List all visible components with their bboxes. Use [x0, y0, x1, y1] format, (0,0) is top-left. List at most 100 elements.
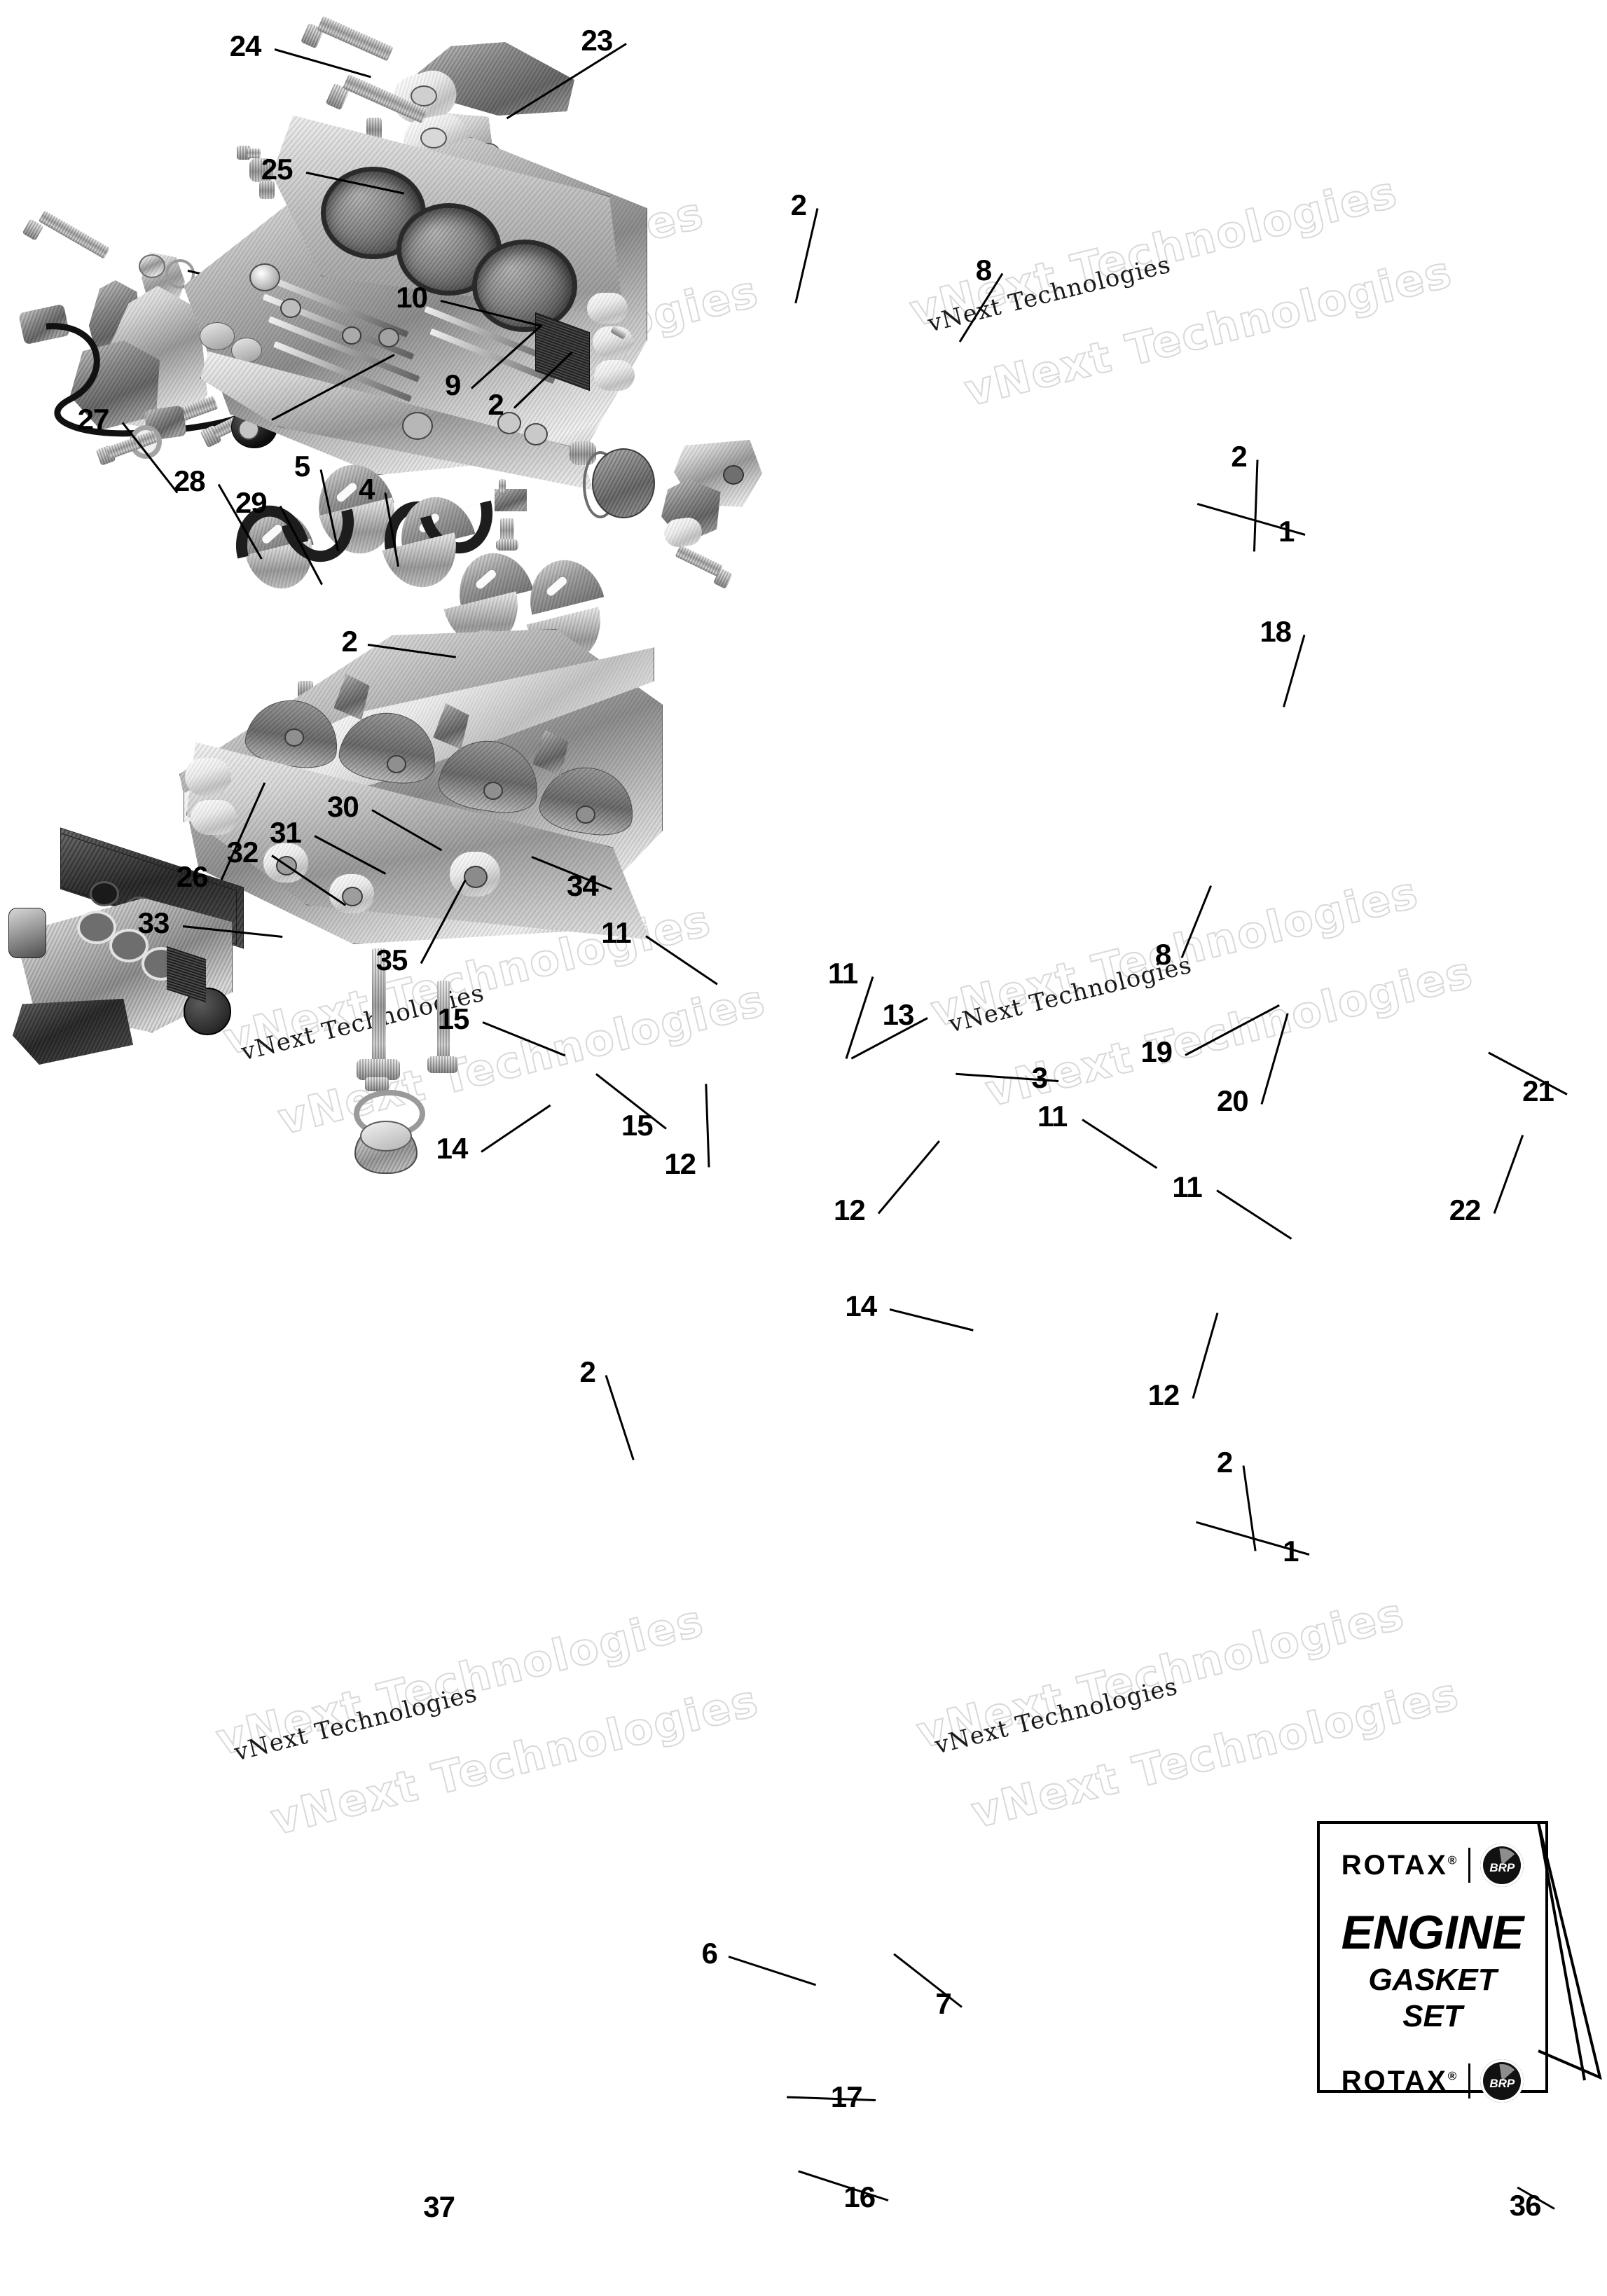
- envelope-title-line2: GASKET: [1368, 1963, 1497, 1997]
- callout-12: 12: [664, 1147, 696, 1181]
- leader-line-11: [1216, 1189, 1292, 1240]
- callout-22: 22: [1449, 1193, 1482, 1226]
- callout-8: 8: [975, 253, 992, 286]
- callout-11: 11: [827, 956, 858, 990]
- callout-21: 21: [1522, 1074, 1554, 1107]
- leader-line-6: [728, 1955, 816, 1986]
- rotax-wordmark-bottom: ROTAX®: [1341, 2065, 1459, 2096]
- o-ring-4: [165, 259, 195, 289]
- callout-32: 32: [226, 836, 259, 869]
- leader-line-24: [274, 48, 371, 78]
- callout-20: 20: [1216, 1084, 1249, 1117]
- callout-14: 14: [845, 1289, 877, 1322]
- callout-2: 2: [1216, 1446, 1233, 1479]
- callout-11: 11: [1037, 1100, 1068, 1133]
- leader-line-15: [482, 1021, 566, 1057]
- leader-line-2: [1253, 459, 1259, 552]
- callout-11: 11: [601, 916, 631, 950]
- watermark-outline: vNext Technologies: [911, 1587, 1410, 1759]
- envelope-title-line3: SET: [1402, 1999, 1463, 2033]
- watermark-solid: vNext Technologies: [231, 1679, 481, 1767]
- rotax-wordmark-top: ROTAX®: [1341, 1849, 1459, 1881]
- callout-2: 2: [341, 625, 357, 658]
- dowel-pin-2a: [366, 118, 382, 140]
- callout-19: 19: [1140, 1035, 1173, 1069]
- watermark-outline: vNext Technologies: [959, 245, 1458, 417]
- callout-6: 6: [701, 1936, 718, 1970]
- callout-17: 17: [830, 2080, 863, 2113]
- cylinder-bore-3: [472, 240, 577, 332]
- callout-27: 27: [77, 402, 110, 436]
- leader-line-19: [1185, 1004, 1280, 1057]
- brp-logo-icon: BRP: [1480, 1844, 1524, 1887]
- callout-31: 31: [270, 815, 302, 849]
- sensor-cable: [46, 323, 252, 437]
- watermark-outline: vNext Technologies: [966, 1667, 1465, 1839]
- watermark-solid: vNext Technologies: [932, 1672, 1181, 1760]
- callout-28: 28: [173, 464, 206, 497]
- leader-line-14: [480, 1104, 551, 1153]
- callout-33: 33: [137, 906, 170, 939]
- callout-2: 2: [790, 188, 807, 222]
- callout-36: 36: [1509, 2189, 1542, 2222]
- callout-26: 26: [176, 860, 209, 894]
- callout-1: 1: [1283, 1535, 1299, 1568]
- callout-34: 34: [567, 869, 599, 902]
- callout-9: 9: [444, 368, 461, 401]
- bearing-shell-11d: [520, 552, 605, 615]
- leader-line-11: [645, 935, 718, 986]
- callout-16: 16: [843, 2180, 876, 2214]
- watermark-outline: vNext Technologies: [211, 1594, 710, 1766]
- leader-line-2: [794, 208, 819, 305]
- callout-29: 29: [235, 485, 268, 519]
- watermark-outline: vNext Technologies: [273, 974, 771, 1145]
- leader-line-7: [893, 1953, 963, 2008]
- callout-30: 30: [326, 789, 359, 823]
- leader-line-2: [605, 1375, 635, 1460]
- callout-2: 2: [579, 1355, 595, 1389]
- leader-line-22: [1493, 1134, 1524, 1214]
- leader-line-14: [890, 1308, 974, 1332]
- watermark-solid: vNext Technologies: [925, 250, 1174, 338]
- callout-10: 10: [396, 280, 428, 314]
- callout-37: 37: [423, 2190, 455, 2224]
- callout-35: 35: [375, 943, 408, 977]
- callout-18: 18: [1260, 614, 1292, 648]
- callout-3: 3: [1031, 1061, 1048, 1095]
- callout-2: 2: [1231, 440, 1247, 473]
- watermark-outline: vNext Technologies: [925, 866, 1424, 1037]
- callout-8: 8: [1154, 937, 1171, 971]
- cover-cap-20: [592, 448, 655, 518]
- callout-23: 23: [581, 23, 614, 57]
- leader-line-12: [877, 1140, 941, 1215]
- leader-line-12: [1192, 1312, 1219, 1399]
- leader-line-8: [1180, 885, 1212, 958]
- envelope-flap: [1537, 1822, 1602, 2081]
- envelope-title-line1: ENGINE: [1341, 1906, 1524, 1959]
- callout-5: 5: [294, 450, 310, 483]
- callout-24: 24: [229, 29, 262, 63]
- logo-divider: [1468, 1848, 1471, 1883]
- callout-14: 14: [436, 1131, 469, 1165]
- bushing-5: [139, 254, 165, 278]
- callout-13: 13: [882, 997, 915, 1031]
- watermark-outline: vNext Technologies: [265, 1674, 764, 1846]
- gasket-set-envelope-36: ROTAX® BRP ENGINE GASKET SET ROTAX® BRP: [1317, 1821, 1548, 2103]
- callout-4: 4: [359, 473, 375, 506]
- callout-15: 15: [437, 1002, 470, 1036]
- callout-2: 2: [488, 388, 504, 422]
- callout-12: 12: [1147, 1378, 1180, 1411]
- leader-line-11: [1082, 1119, 1158, 1170]
- callout-15: 15: [621, 1108, 654, 1142]
- brp-logo-icon-bottom: BRP: [1480, 2059, 1524, 2103]
- callout-25: 25: [261, 153, 294, 186]
- leader-line-20: [1260, 1013, 1289, 1105]
- leader-line-12: [705, 1084, 710, 1168]
- logo-divider-bottom: [1468, 2063, 1471, 2098]
- sleeve-9: [249, 158, 273, 182]
- callout-7: 7: [935, 1986, 951, 2020]
- dowel-pin-2b: [259, 181, 275, 199]
- callout-11: 11: [1172, 1170, 1202, 1203]
- callout-12: 12: [834, 1193, 866, 1226]
